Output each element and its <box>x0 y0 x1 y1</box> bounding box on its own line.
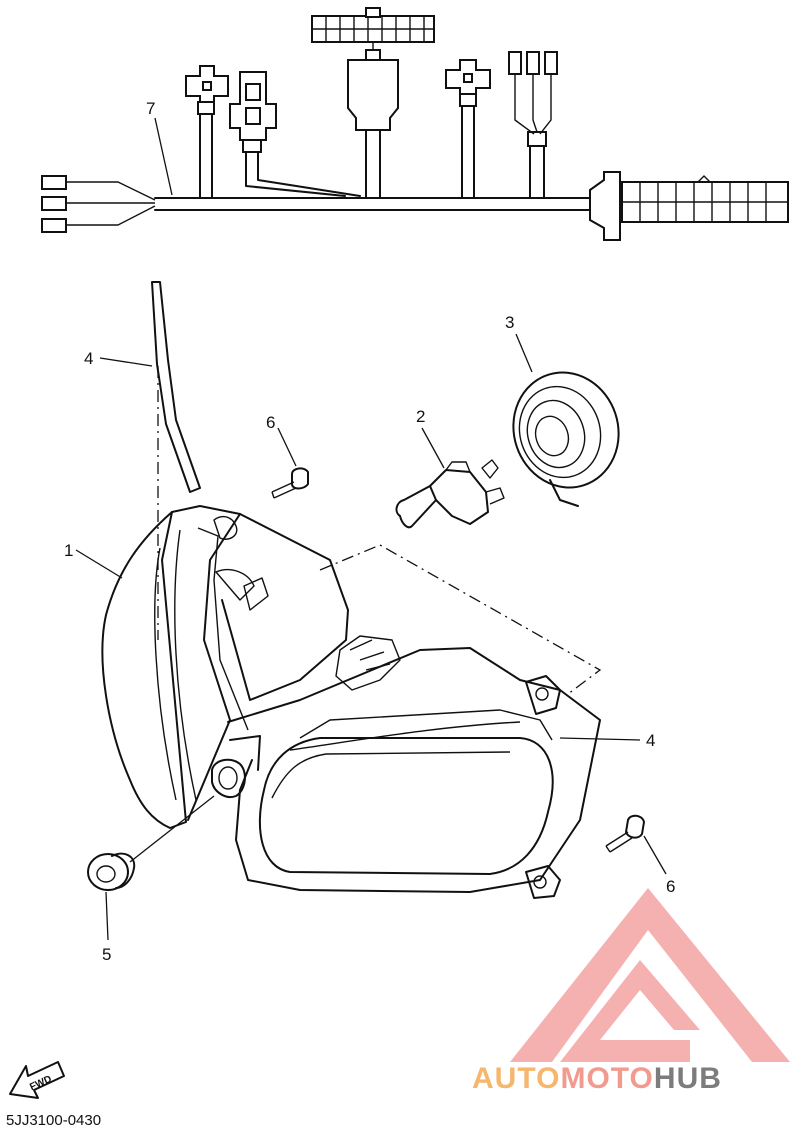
automotohub-logo-icon <box>510 888 790 1062</box>
fwd-arrow-icon: FWD <box>9 1061 65 1099</box>
headlight-bulb <box>395 427 505 529</box>
callout-6-upper: 6 <box>266 413 276 432</box>
grommet <box>87 795 215 941</box>
headlight-housing <box>101 505 601 899</box>
callout-3: 3 <box>505 313 515 332</box>
assembly-guide-lines <box>319 544 602 695</box>
callout-1: 1 <box>64 541 74 560</box>
fwd-label: FWD <box>28 1074 53 1093</box>
watermark-hub: HUB <box>653 1062 722 1095</box>
leader-1 <box>75 549 123 579</box>
callout-7: 7 <box>146 99 156 118</box>
watermark-moto: MOTO <box>560 1062 654 1095</box>
callout-4-lower: 4 <box>646 731 656 750</box>
callout-4-upper: 4 <box>84 349 94 368</box>
callout-5: 5 <box>102 945 112 964</box>
screw-lower <box>605 814 667 875</box>
screw-upper <box>271 427 309 499</box>
watermark-brand: AUTOMOTOHUB <box>472 1062 722 1096</box>
watermark-auto: AUTO <box>472 1062 561 1095</box>
seal-strip-upper <box>99 281 201 640</box>
wire-harness <box>41 7 789 241</box>
socket-cover <box>512 333 620 507</box>
callout-6-lower: 6 <box>666 877 676 896</box>
callout-2: 2 <box>416 407 426 426</box>
part-code: 5JJ3100-0430 <box>6 1112 102 1129</box>
leader-4-lower <box>559 737 641 741</box>
